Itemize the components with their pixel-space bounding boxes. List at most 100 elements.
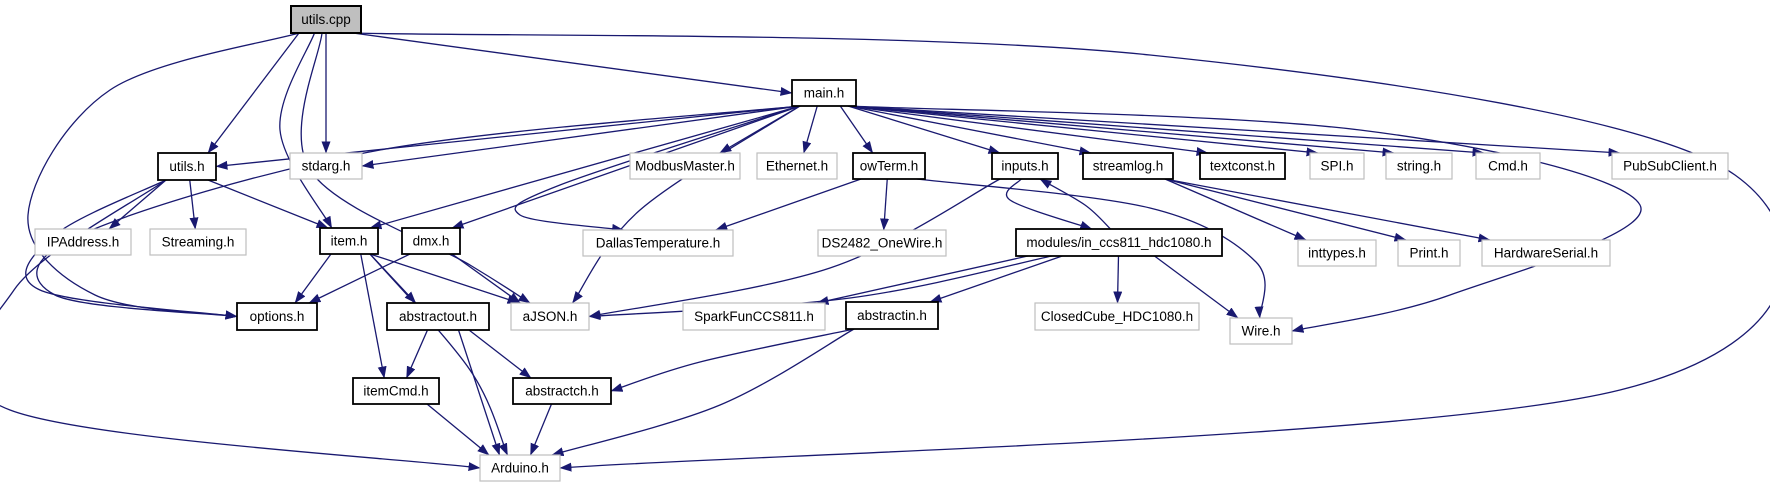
edge-main_h-to-PubSubClient_h (847, 105, 1621, 157)
node-inttypes_h: inttypes.h (1297, 239, 1377, 267)
edge-inputs_h-to-aJSON_h (588, 178, 1001, 319)
node-DallasTemperature_h: DallasTemperature.h (582, 229, 734, 257)
node-inputs_h[interactable]: inputs.h (991, 152, 1059, 180)
node-utils_cpp[interactable]: utils.cpp (290, 5, 362, 34)
node-IPAddress_h: IPAddress.h (34, 228, 132, 256)
node-box-Arduino_h (479, 454, 561, 482)
node-box-options_h[interactable] (236, 302, 318, 331)
node-main_h[interactable]: main.h (791, 79, 857, 107)
node-box-utils_h[interactable] (157, 152, 217, 181)
node-box-inputs_h[interactable] (991, 152, 1059, 180)
edge-main_h-to-Cmd_h (847, 105, 1485, 157)
edge-in_ccs811_hdc1080_h-to-abstractin_h (929, 255, 1063, 303)
edge-main_h-to-string_h (847, 105, 1395, 157)
edge-abstractin_h-to-abstractch_h (610, 328, 855, 392)
node-box-itemCmd_h[interactable] (352, 377, 440, 405)
edge-main_h-to-textconst_h (847, 105, 1209, 156)
edge-utils_h-to-IPAddress_h (108, 179, 167, 230)
edge-item_h-to-options_h (294, 253, 332, 304)
node-label-aJSON_h: aJSON.h (523, 309, 578, 324)
node-label-main_h: main.h (804, 86, 845, 101)
edge-utils_h-to-options_h (25, 179, 238, 320)
node-label-IPAddress_h: IPAddress.h (47, 235, 120, 250)
edge-main_h-to-streamlog_h (847, 105, 1092, 156)
node-Wire_h: Wire.h (1229, 317, 1293, 345)
node-in_ccs811_hdc1080_h[interactable]: modules/in_ccs811_hdc1080.h (1015, 228, 1223, 257)
node-Arduino_h: Arduino.h (479, 454, 561, 482)
node-Ethernet_h: Ethernet.h (756, 152, 838, 180)
node-options_h[interactable]: options.h (236, 302, 318, 331)
edge-main_h-to-Ethernet_h (802, 105, 818, 154)
edge-itemCmd_h-to-Arduino_h (426, 403, 490, 456)
node-label-itemCmd_h: itemCmd.h (363, 384, 428, 399)
node-label-ModbusMaster_h: ModbusMaster.h (635, 159, 735, 174)
node-label-inputs_h: inputs.h (1001, 159, 1048, 174)
node-label-DallasTemperature_h: DallasTemperature.h (596, 236, 721, 251)
node-box-abstractch_h[interactable] (512, 377, 612, 405)
node-label-options_h: options.h (250, 309, 305, 324)
node-box-Cmd_h (1475, 152, 1541, 180)
node-box-owTerm_h[interactable] (852, 152, 926, 180)
node-box-inttypes_h (1297, 239, 1377, 267)
edge-utils_cpp-to-main_h (352, 32, 793, 96)
node-label-Streaming_h: Streaming.h (162, 235, 235, 250)
node-label-abstractout_h: abstractout.h (399, 309, 477, 324)
node-box-SparkFunCCS811_h (682, 302, 826, 331)
node-box-DallasTemperature_h (582, 229, 734, 257)
node-Streaming_h: Streaming.h (149, 228, 247, 256)
edge-main_h-to-Wire_h (847, 105, 1642, 333)
node-PubSubClient_h: PubSubClient.h (1611, 152, 1729, 180)
node-box-Ethernet_h (756, 152, 838, 180)
node-label-SPI_h: SPI.h (1320, 159, 1353, 174)
node-itemCmd_h[interactable]: itemCmd.h (352, 377, 440, 405)
node-box-abstractout_h[interactable] (386, 302, 490, 331)
edge-dmx_h-to-options_h (308, 253, 411, 304)
node-label-streamlog_h: streamlog.h (1093, 159, 1164, 174)
edge-main_h-to-owTerm_h (839, 105, 874, 154)
node-textconst_h[interactable]: textconst.h (1199, 152, 1286, 180)
node-streamlog_h[interactable]: streamlog.h (1082, 152, 1174, 180)
edge-dmx_h-to-aJSON_h (451, 253, 521, 304)
node-Cmd_h: Cmd.h (1475, 152, 1541, 180)
node-box-dmx_h[interactable] (401, 227, 461, 255)
edge-main_h-to-inputs_h (847, 105, 1001, 154)
node-box-aJSON_h (510, 302, 590, 331)
edge-item_h-to-Arduino_h (369, 253, 509, 456)
edge-utils_cpp-to-item_h (279, 32, 333, 229)
node-SPI_h: SPI.h (1309, 152, 1365, 180)
node-dmx_h[interactable]: dmx.h (401, 227, 461, 255)
edge-streamlog_h-to-Print_h (1164, 178, 1407, 242)
node-box-textconst_h[interactable] (1199, 152, 1286, 180)
node-box-Streaming_h (149, 228, 247, 256)
node-label-abstractin_h: abstractin.h (857, 308, 927, 323)
edge-inputs_h-to-in_ccs811_hdc1080_h (1005, 178, 1093, 230)
node-box-abstractin_h[interactable] (845, 301, 939, 330)
edge-main_h-to-DallasTemperature_h (514, 105, 801, 233)
node-abstractout_h[interactable]: abstractout.h (386, 302, 490, 331)
node-box-utils_cpp[interactable] (290, 5, 362, 34)
node-label-SparkFunCCS811_h: SparkFunCCS811.h (694, 309, 814, 324)
node-label-abstractch_h: abstractch.h (525, 384, 599, 399)
node-utils_h[interactable]: utils.h (157, 152, 217, 181)
edge-in_ccs811_hdc1080_h-to-aJSON_h (588, 255, 1052, 321)
node-box-streamlog_h[interactable] (1082, 152, 1174, 180)
node-box-SPI_h (1309, 152, 1365, 180)
node-box-main_h[interactable] (791, 79, 857, 107)
node-label-Ethernet_h: Ethernet.h (766, 159, 828, 174)
node-owTerm_h[interactable]: owTerm.h (852, 152, 926, 180)
edge-item_h-to-itemCmd_h (360, 253, 387, 379)
edge-abstractin_h-to-Arduino_h (551, 328, 855, 457)
node-box-in_ccs811_hdc1080_h[interactable] (1015, 228, 1223, 257)
node-label-owTerm_h: owTerm.h (860, 159, 919, 174)
edge-main_h-to-stdarg_h (361, 105, 801, 169)
node-box-item_h[interactable] (319, 227, 379, 255)
edge-main_h-to-dmx_h (451, 105, 801, 229)
edge-utils_h-to-Streaming_h (189, 179, 199, 230)
node-HardwareSerial_h: HardwareSerial.h (1481, 239, 1611, 267)
node-abstractch_h[interactable]: abstractch.h (512, 377, 612, 405)
node-label-stdarg_h: stdarg.h (302, 159, 351, 174)
edge-utils_cpp-to-aJSON_h (300, 32, 531, 304)
node-abstractin_h[interactable]: abstractin.h (845, 301, 939, 330)
node-item_h[interactable]: item.h (319, 227, 379, 255)
